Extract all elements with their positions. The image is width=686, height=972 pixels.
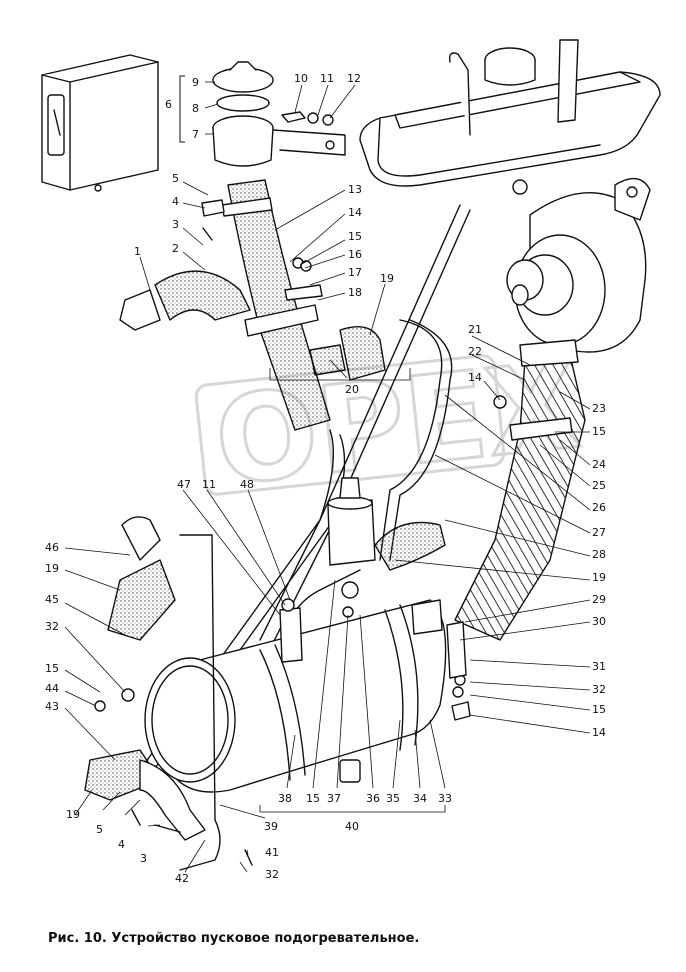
callout-42: 42 [175,872,189,885]
callout-19-bottom: 19 [66,808,80,821]
callout-19: 19 [380,272,394,285]
fuel-pump [327,477,446,618]
callout-23: 23 [592,402,606,415]
figure-caption: Рис. 10. Устройство пусковое подогревате… [48,931,420,946]
callout-15-left: 15 [45,662,59,675]
callout-44: 44 [45,682,59,695]
callouts: 1 2 3 4 5 6 7 8 9 10 11 12 13 14 15 16 1… [45,72,606,885]
callout-15-right-a: 15 [592,425,606,438]
callout-33: 33 [438,792,452,805]
callout-32-left: 32 [45,620,59,633]
callout-16: 16 [348,248,362,261]
callout-19-mid: 19 [592,571,606,584]
rod-39 [179,534,221,871]
callout-34: 34 [413,792,427,805]
callout-45: 45 [45,593,59,606]
callout-36: 36 [366,792,380,805]
leader-lines [64,81,591,873]
callout-39: 39 [264,820,278,833]
callout-22: 22 [468,345,482,358]
callout-41: 41 [265,846,279,859]
callout-17: 17 [348,266,362,279]
hardware [94,199,471,866]
callout-27: 27 [592,526,606,539]
callout-31: 31 [592,660,606,673]
callout-35: 35 [386,792,400,805]
callout-15: 15 [348,230,362,243]
callout-11-lower: 11 [202,478,216,491]
callout-28: 28 [592,548,606,561]
callout-8: 8 [192,102,199,115]
callout-21: 21 [468,323,482,336]
callout-15-bottom: 15 [306,792,320,805]
callout-9: 9 [192,76,199,89]
callout-26: 26 [592,501,606,514]
filler-cap [212,61,346,167]
fuel-tank [359,39,661,195]
callout-19-left: 19 [45,562,59,575]
callout-12: 12 [347,72,361,85]
heater-fan [506,177,651,353]
callout-1: 1 [134,245,141,258]
callout-6: 6 [165,98,172,111]
callout-18: 18 [348,286,362,299]
bracket-6 [179,75,185,143]
callout-14-mid: 14 [468,371,482,384]
callout-30: 30 [592,615,606,628]
callout-46: 46 [45,541,59,554]
callout-24: 24 [592,458,606,471]
callout-48: 48 [240,478,254,491]
callout-4: 4 [172,195,179,208]
callout-32-bottom: 32 [265,868,279,881]
left-hoses [84,516,206,841]
inlet-pipe [119,270,251,331]
callout-47: 47 [177,478,191,491]
callout-4-bottom: 4 [118,838,125,851]
callout-20: 20 [345,383,359,396]
callout-10: 10 [294,72,308,85]
callout-2: 2 [172,242,179,255]
callout-37: 37 [327,792,341,805]
callout-15-right-b: 15 [592,703,606,716]
callout-13: 13 [348,183,362,196]
callout-38: 38 [278,792,292,805]
callout-25: 25 [592,479,606,492]
callout-14-right: 14 [592,726,606,739]
callout-5-bottom: 5 [96,823,103,836]
callout-5: 5 [172,172,179,185]
callout-3-bottom: 3 [140,852,147,865]
callout-11: 11 [320,72,334,85]
callout-40: 40 [345,820,359,833]
callout-3: 3 [172,218,179,231]
heater-body [144,599,447,793]
callout-43: 43 [45,700,59,713]
callout-14: 14 [348,206,362,219]
callout-32: 32 [592,683,606,696]
switch-box [41,54,159,192]
callout-29: 29 [592,593,606,606]
callout-7: 7 [192,128,199,141]
upper-hose [221,179,331,431]
